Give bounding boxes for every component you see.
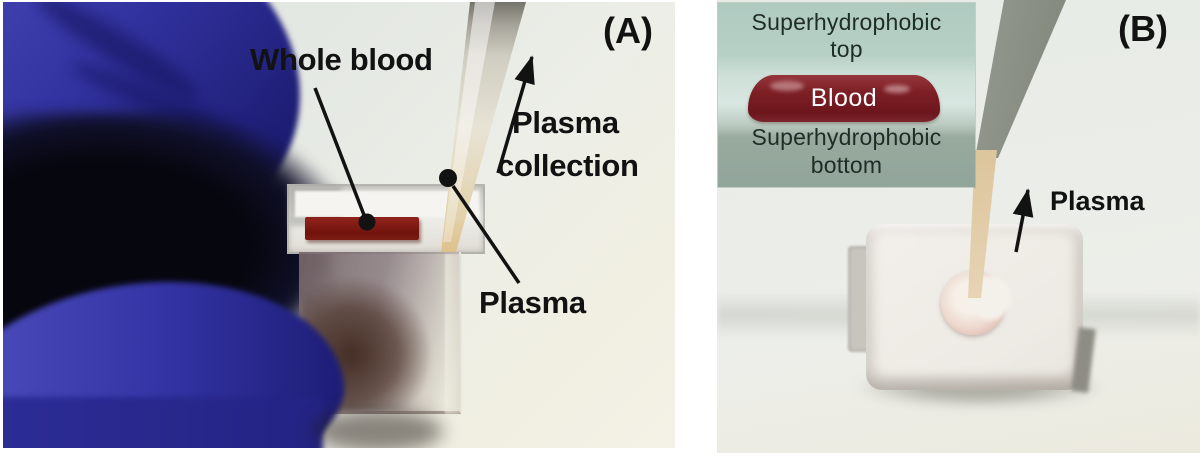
inset-side-view-photo: Superhydrophobic top Blood Superhydropho… xyxy=(718,3,975,187)
plasma-collection-label-line1: Plasma xyxy=(512,105,619,140)
blood-droplet: Blood xyxy=(748,75,940,122)
device-cuvette-body xyxy=(299,252,461,414)
panel-b-photo: Plasma (B) Superhydrophobic top Blood Su… xyxy=(717,0,1200,453)
whole-blood-label: Whole blood xyxy=(250,42,433,77)
superhydrophobic-top-label-line2: top xyxy=(830,36,863,62)
plasma-collection-label-line2: collection xyxy=(497,148,639,183)
panel-b-tag: (B) xyxy=(1118,8,1168,49)
blue-glove-bottom xyxy=(3,397,323,448)
droplet-highlight xyxy=(770,81,804,91)
superhydrophobic-bottom-label-line2: bottom xyxy=(810,152,883,178)
panel-a-photo: Whole blood Plasma collection Plasma (A) xyxy=(3,2,675,448)
superhydrophobic-top-label-line1: Superhydrophobic xyxy=(751,9,942,35)
superhydrophobic-bottom-label-line1: Superhydrophobic xyxy=(751,124,942,150)
cuvette-right-wall xyxy=(445,254,461,414)
panel-a-tag: (A) xyxy=(603,10,653,51)
whole-blood-sample xyxy=(305,217,419,240)
device-shadow xyxy=(313,410,443,448)
plasma-label: Plasma xyxy=(479,285,586,320)
blood-label: Blood xyxy=(810,84,878,112)
plasma-label-b: Plasma xyxy=(1050,186,1145,216)
droplet-highlight xyxy=(884,85,910,93)
